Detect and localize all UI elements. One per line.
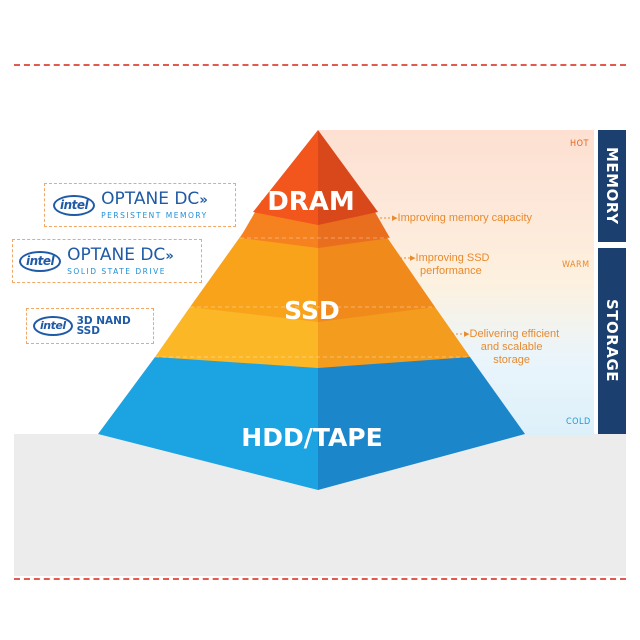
intel-logo: intel	[33, 316, 73, 336]
nand-tier-left	[155, 307, 318, 368]
note-improving-ssd-performance: ▸Improving SSD performance	[410, 252, 490, 278]
nand-tier-right	[318, 307, 470, 368]
badge-text: OPTANE DC» PERSISTENT MEMORY	[101, 188, 208, 220]
arrow-right-icon: ▸	[464, 328, 470, 340]
arrow-right-icon: ▸	[392, 212, 398, 224]
note-text-line2: performance	[420, 265, 482, 277]
brand-name: OPTANE DC	[67, 244, 166, 265]
badge-optane-persistent-memory: intel OPTANE DC» PERSISTENT MEMORY	[44, 183, 236, 227]
badge-text: OPTANE DC» SOLID STATE DRIVE	[67, 244, 174, 276]
note-improving-memory-capacity: ▸Improving memory capacity	[392, 212, 532, 225]
warm-label: WARM	[562, 260, 590, 270]
bottom-dashed-divider	[14, 578, 626, 580]
note-text-line1: Delivering efficient	[469, 328, 560, 340]
note-text: Improving memory capacity	[397, 212, 533, 224]
ssd-tier-right	[318, 230, 435, 322]
dram-tier-left	[253, 130, 318, 225]
cold-label: COLD	[566, 417, 591, 427]
storage-side-label: STORAGE	[598, 248, 626, 434]
ssd-tier-label: SSD	[284, 296, 340, 325]
ssd-tier-left	[190, 230, 318, 322]
hot-label: HOT	[570, 139, 589, 149]
hdd-tier-left	[98, 357, 318, 490]
intel-logo: intel	[19, 250, 62, 272]
brand-name: 3D NAND SSD	[76, 314, 131, 337]
memory-side-label: MEMORY	[598, 130, 626, 242]
double-chevron-icon: »	[165, 248, 174, 264]
intel-logo: intel	[53, 194, 96, 216]
brand-name: OPTANE DC	[101, 188, 200, 209]
hdd-tier-label: HDD/TAPE	[241, 423, 382, 452]
dram-tier-right	[318, 130, 378, 225]
note-delivering-efficient-storage: ▸Delivering efficient and scalable stora…	[464, 328, 559, 367]
note-text-line1: Improving SSD	[415, 252, 490, 264]
note-text-line3: storage	[493, 354, 530, 366]
badge-optane-solid-state-drive: intel OPTANE DC» SOLID STATE DRIVE	[12, 239, 202, 283]
hdd-tier-right	[318, 357, 525, 490]
double-chevron-icon: »	[199, 192, 208, 208]
arrow-right-icon: ▸	[410, 252, 416, 264]
top-dashed-divider	[14, 64, 626, 66]
badge-3d-nand-ssd: intel 3D NAND SSD	[26, 308, 154, 344]
dram-tier-label: DRAM	[267, 187, 355, 217]
brand-subtitle: PERSISTENT MEMORY	[101, 210, 208, 220]
note-text-line2: and scalable	[480, 341, 543, 353]
brand-subtitle: SOLID STATE DRIVE	[67, 266, 166, 276]
